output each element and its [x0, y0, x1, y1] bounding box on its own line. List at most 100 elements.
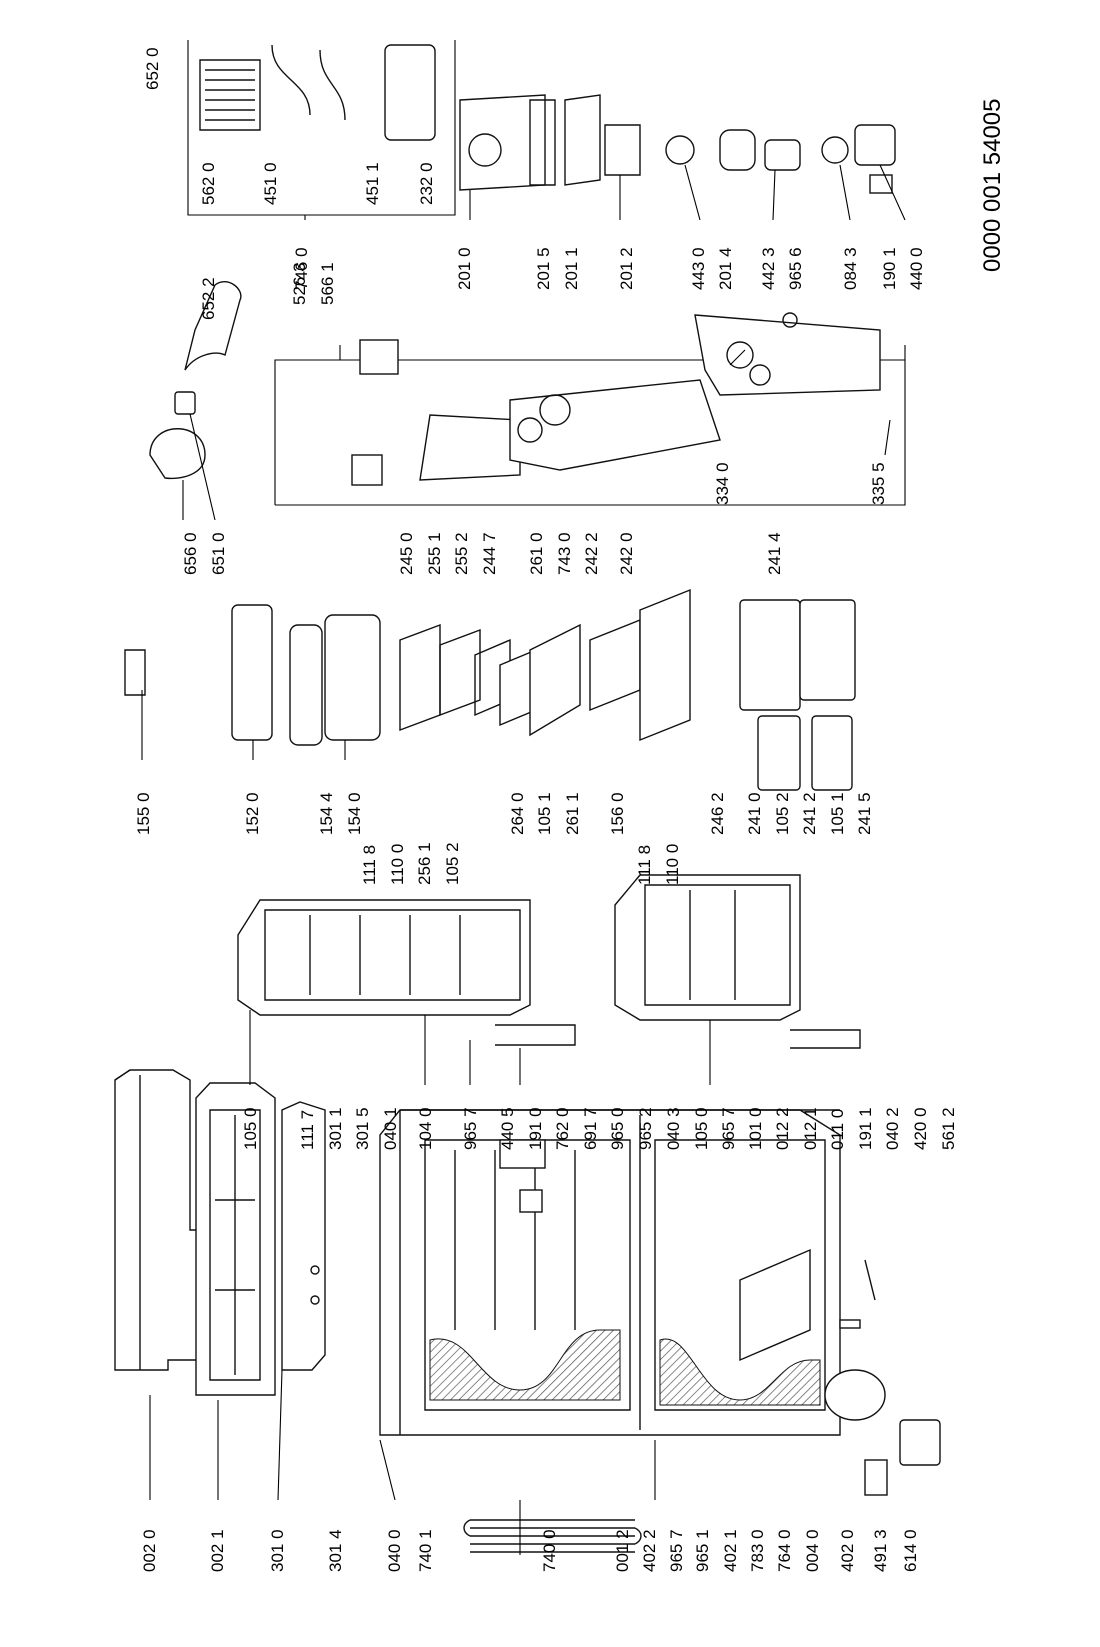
callout-2415: 241 5 [855, 792, 874, 835]
callout-7401: 740 1 [416, 1529, 435, 1572]
callout-0400: 040 0 [385, 1529, 404, 1572]
callout-4400: 440 0 [907, 247, 926, 290]
top-right-parts-drawing [459, 94, 896, 328]
callout-6917: 691 7 [581, 1107, 600, 1150]
callout-7430: 743 0 [555, 532, 574, 575]
callout-6510: 651 0 [209, 532, 228, 575]
callout-1100-b: 110 0 [663, 844, 682, 885]
callout-1050-a: 105 0 [241, 1107, 260, 1150]
callout-7830: 783 0 [748, 1529, 767, 1572]
callout-4913: 491 3 [871, 1529, 890, 1572]
callout-4511: 451 1 [363, 162, 382, 205]
shelf-drawings [231, 588, 856, 791]
callout-2014: 201 4 [716, 247, 735, 290]
callout-2422: 242 2 [582, 532, 601, 575]
callout-1544: 154 4 [317, 792, 336, 835]
egg-tray-drawing [124, 649, 146, 696]
callout-2015: 201 5 [534, 247, 553, 290]
callout-0403: 040 3 [664, 1107, 683, 1150]
callout-5612: 561 2 [939, 1107, 958, 1150]
callout-3010: 301 0 [268, 1529, 287, 1572]
callout-7400: 740 0 [540, 1529, 559, 1572]
callout-6522: 652 2 [199, 277, 218, 320]
callout-3355: 335 5 [869, 462, 888, 505]
callout-1901: 190 1 [880, 247, 899, 290]
callout-1118-b: 111 8 [635, 845, 654, 885]
callout-2420: 242 0 [617, 532, 636, 575]
callout-4405: 440 5 [498, 1107, 517, 1150]
callout-1052-a: 105 2 [443, 842, 462, 885]
callout-5620: 562 0 [199, 162, 218, 205]
callout-1910: 191 0 [526, 1107, 545, 1150]
callout-1010: 101 0 [746, 1107, 765, 1150]
callout-9657-c: 965 7 [719, 1107, 738, 1150]
callout-0843: 084 3 [841, 247, 860, 290]
callout-0110: 011 0 [828, 1109, 847, 1150]
fridge-door-drawing [614, 874, 801, 1021]
callout-4020: 402 0 [838, 1529, 857, 1572]
callout-9652: 965 2 [636, 1107, 655, 1150]
callout-6520: 652 0 [143, 47, 162, 90]
lower-parts-drawing [499, 1139, 941, 1496]
callout-1540: 154 0 [345, 792, 364, 835]
callout-9650: 965 0 [608, 1107, 627, 1150]
callout-1050-b: 105 0 [692, 1107, 711, 1150]
callout-7640: 764 0 [775, 1529, 794, 1572]
callout-1550: 155 0 [134, 792, 153, 835]
callout-0040: 004 0 [803, 1529, 822, 1572]
condenser-coil-drawing [463, 1519, 642, 1553]
callout-2320: 232 0 [417, 162, 436, 205]
callout-0021: 002 1 [208, 1529, 227, 1572]
callout-0020: 002 0 [140, 1529, 159, 1572]
callout-3015: 301 5 [353, 1107, 372, 1150]
callout-1520: 152 0 [243, 792, 262, 835]
callout-9656: 965 6 [786, 247, 805, 290]
callout-2462: 246 2 [708, 792, 727, 835]
callout-2611: 261 1 [563, 792, 582, 835]
callout-4430: 443 0 [689, 247, 708, 290]
callout-2010: 201 0 [455, 247, 474, 290]
callout-1051-a: 105 1 [535, 792, 554, 835]
callout-2552: 255 2 [452, 532, 471, 575]
callout-0121: 012 1 [801, 1107, 820, 1150]
cabinet-drawing [379, 1109, 841, 1436]
callout-9651: 965 1 [693, 1529, 712, 1572]
callout-labels: 002 0 002 1 301 0 301 4 040 0 740 1 740 … [134, 47, 958, 1572]
control-panel-drawing [281, 1101, 326, 1371]
callout-3011: 301 1 [326, 1107, 345, 1150]
diagram-code: 0000 001 54005 [979, 98, 1006, 272]
callout-2561: 256 1 [415, 842, 434, 885]
callout-2551: 255 1 [425, 532, 444, 575]
callout-1052-b: 105 2 [773, 792, 792, 835]
callout-5661: 566 1 [318, 262, 337, 305]
callout-1117: 111 7 [298, 1110, 317, 1150]
callout-2414: 241 4 [765, 532, 784, 575]
callout-4423: 442 3 [759, 247, 778, 290]
fan-group-box [274, 314, 906, 506]
callout-1911: 191 1 [856, 1107, 875, 1150]
top-cover-drawing [114, 1069, 199, 1371]
callout-1118-a: 111 8 [360, 845, 379, 885]
callout-2011: 201 1 [562, 247, 581, 290]
callout-2610: 261 0 [527, 532, 546, 575]
freezer-door-drawing [237, 899, 531, 1016]
callout-9657-b: 965 7 [461, 1107, 480, 1150]
callout-2412: 241 2 [800, 792, 819, 835]
callout-1560: 156 0 [608, 792, 627, 835]
callout-2450: 245 0 [397, 532, 416, 575]
callout-0012: 001 2 [613, 1529, 632, 1572]
callout-9657-a: 965 7 [667, 1529, 686, 1572]
callout-1100-a: 110 0 [388, 844, 407, 885]
callout-1051-b: 105 1 [828, 792, 847, 835]
evaporator-group-box [187, 40, 456, 216]
callout-7620: 762 0 [553, 1107, 572, 1150]
callout-6140: 614 0 [901, 1529, 920, 1572]
callout-4200: 420 0 [911, 1107, 930, 1150]
leader-lines [141, 164, 906, 1555]
callout-3340: 334 0 [713, 462, 732, 505]
callout-2640: 264 0 [508, 792, 527, 835]
callout-2410: 241 0 [745, 792, 764, 835]
callout-2012: 201 2 [617, 247, 636, 290]
callout-4021: 402 1 [721, 1529, 740, 1572]
